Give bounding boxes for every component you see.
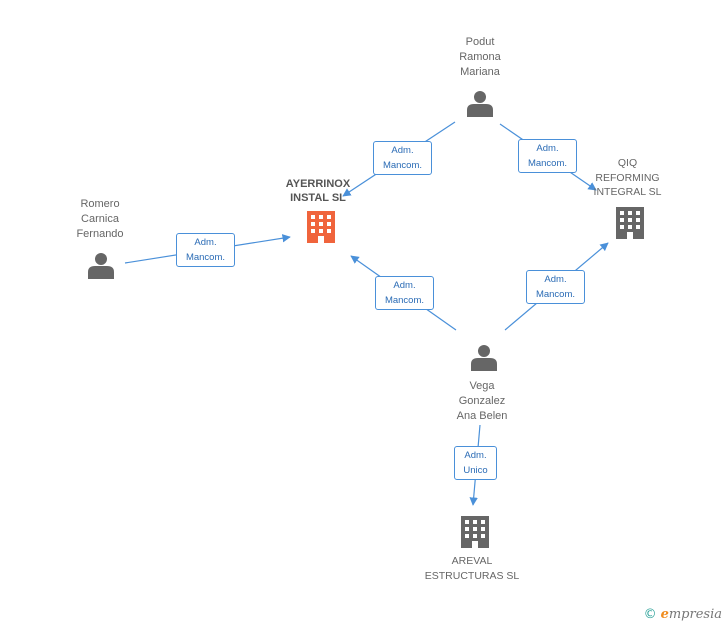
brand-logo: ©empresia <box>644 607 722 622</box>
copyright-icon: © <box>643 607 657 622</box>
node-label-qiq[interactable]: QIQ REFORMING INTEGRAL SL <box>593 157 662 198</box>
edge-label-podut-qiq[interactable]: Adm. Mancom. <box>518 139 577 173</box>
edge-label-vega-areval[interactable]: Adm. Unico <box>454 446 497 480</box>
building-icon-qiq[interactable] <box>616 207 644 239</box>
building-icon-ayerrinox[interactable] <box>307 211 335 243</box>
brand-initial: e <box>660 607 669 622</box>
person-icon-vega[interactable] <box>471 345 497 371</box>
edge-label-vega-ayerrinox[interactable]: Adm. Mancom. <box>375 276 434 310</box>
building-icon-areval[interactable] <box>461 516 489 548</box>
edge-label-vega-qiq[interactable]: Adm. Mancom. <box>526 270 585 304</box>
node-label-romero[interactable]: Romero Carnica Fernando <box>76 198 124 240</box>
node-label-vega[interactable]: Vega Gonzalez Ana Belen <box>456 380 508 422</box>
edge-label-romero-ayerrinox[interactable]: Adm. Mancom. <box>176 233 235 267</box>
edge-label-podut-ayerrinox[interactable]: Adm. Mancom. <box>373 141 432 175</box>
person-icon-podut[interactable] <box>467 91 493 117</box>
brand-name: mpresia <box>668 607 722 622</box>
person-icon-romero[interactable] <box>88 253 114 279</box>
node-label-areval[interactable]: AREVAL ESTRUCTURAS SL <box>424 555 520 582</box>
node-label-podut[interactable]: Podut Ramona Mariana <box>459 36 501 78</box>
node-label-ayerrinox[interactable]: AYERRINOX INSTAL SL <box>285 178 351 204</box>
